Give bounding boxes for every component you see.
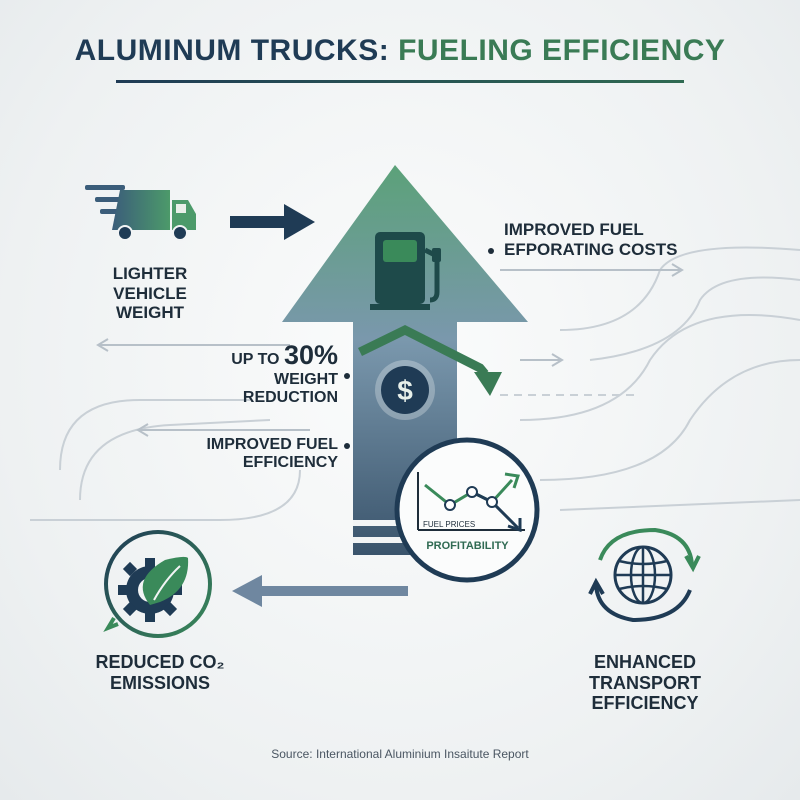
svg-text:$: $	[397, 375, 413, 406]
title-part-2: FUELING EFFICIENCY	[398, 34, 726, 67]
profitability-label: PROFITABILITY	[426, 540, 509, 552]
bullet-dot	[344, 373, 350, 379]
line-chart-icon	[394, 437, 540, 583]
reduced-co2-label: REDUCED CO₂ EMISSIONS	[95, 652, 225, 693]
improved-fuel-costs-label: IMPROVED FUEL EFPORATING COSTS	[504, 220, 678, 259]
bullet-dot	[344, 443, 350, 449]
dollar-icon: $	[375, 360, 435, 420]
leaf-gear-icon	[103, 530, 212, 638]
page-title: ALUMINUM TRUCKS: FUELING EFFICIENCY	[0, 34, 800, 68]
weight-reduction-value: 30%	[283, 340, 338, 370]
title-part-1: ALUMINUM TRUCKS:	[74, 34, 390, 67]
back-arrow	[232, 575, 408, 607]
fuel-pump-icon	[370, 232, 441, 310]
enhanced-transport-label: ENHANCED TRANSPORT EFFICIENCY	[589, 652, 701, 714]
flow-arrows	[96, 263, 684, 437]
main-up-arrow	[282, 165, 528, 555]
bullet-dot	[488, 248, 494, 254]
road-lines	[30, 246, 800, 521]
globe-icon	[588, 527, 701, 623]
truck-icon	[85, 185, 196, 241]
source-note: Source: International Aluminium Insaitut…	[271, 747, 529, 761]
downturn-arrow	[358, 324, 489, 377]
title-underline	[116, 80, 684, 83]
truck-to-arrow-connector	[230, 204, 315, 240]
fuel-prices-label: FUEL PRICES	[423, 520, 476, 529]
weight-reduction-label: UP TO 30% WEIGHT REDUCTION	[231, 340, 338, 407]
lighter-vehicle-label: LIGHTER VEHICLE WEIGHT	[112, 264, 188, 323]
improved-fuel-efficiency-label: IMPROVED FUEL EFFICIENCY	[206, 436, 338, 472]
